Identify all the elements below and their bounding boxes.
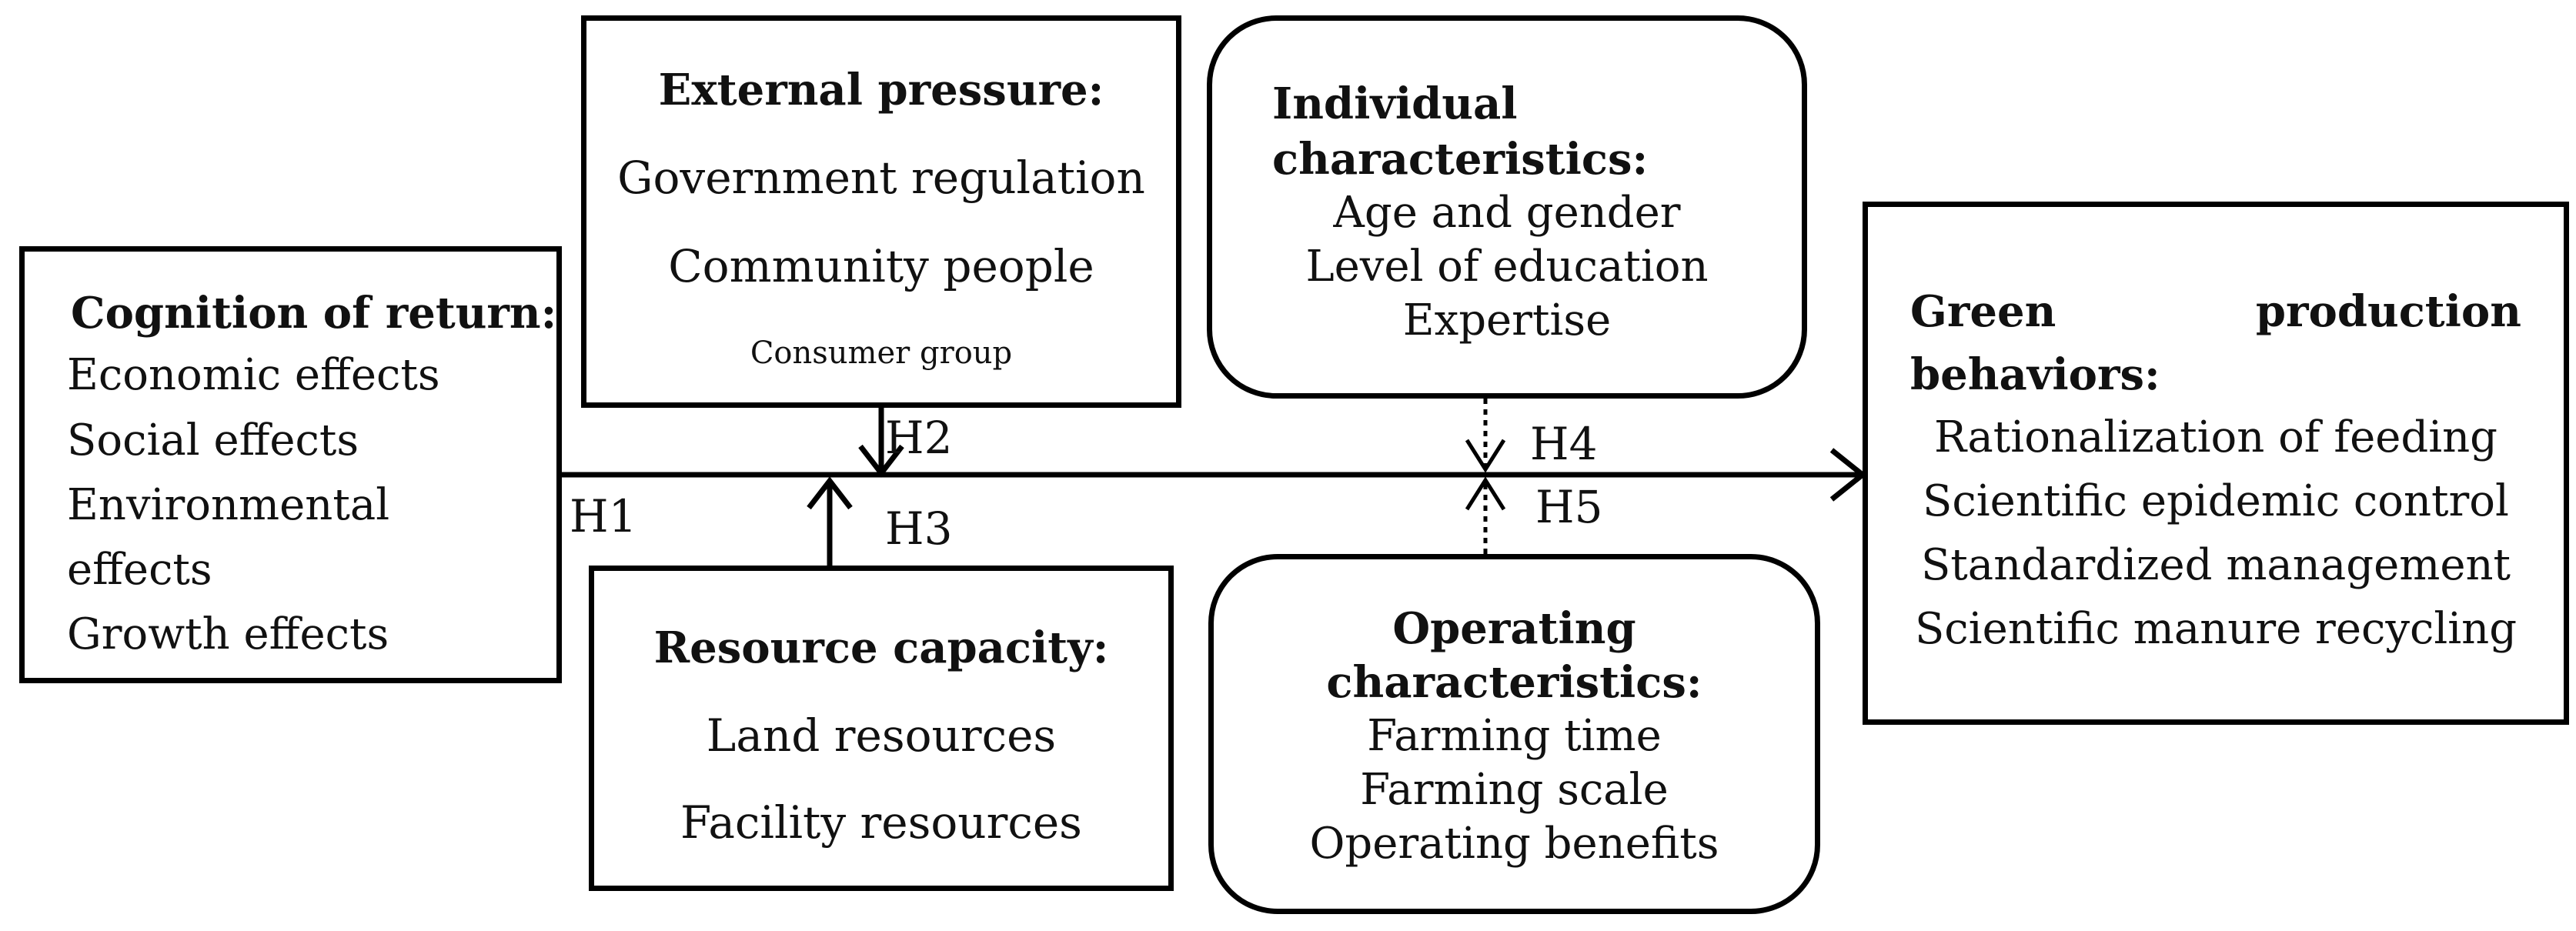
hypothesis-label-h2: H2 — [885, 412, 953, 464]
hypothesis-label-h4: H4 — [1530, 418, 1598, 470]
individual-characteristics-box: Individual characteristics: Age and gend… — [1207, 15, 1807, 399]
external-pressure-title: External pressure: — [658, 65, 1104, 115]
resource-capacity-box: Resource capacity: Land resources Facili… — [589, 566, 1174, 891]
external-pressure-box: External pressure: Government regulation… — [581, 15, 1181, 408]
operating-characteristics-title: Operating — [1392, 603, 1636, 654]
green-production-box: Green production behaviors: Rationalizat… — [1863, 202, 2569, 725]
green-production-title: production — [2255, 286, 2521, 337]
h3-arrowhead — [807, 476, 853, 510]
operating-characteristics-item: Farming scale — [1360, 765, 1669, 815]
resource-capacity-item: Land resources — [706, 709, 1057, 762]
external-pressure-item: Consumer group — [750, 335, 1013, 371]
cognition-item: Growth effects — [67, 609, 389, 659]
cognition-title: Cognition of return: — [71, 288, 557, 339]
hypothesis-label-h3: H3 — [885, 502, 953, 555]
individual-characteristics-item: Age and gender — [1333, 188, 1681, 238]
operating-characteristics-item: Operating benefits — [1309, 819, 1719, 869]
green-production-title: behaviors: — [1910, 349, 2160, 400]
resource-capacity-title: Resource capacity: — [653, 622, 1109, 673]
external-pressure-item: Community people — [668, 240, 1094, 292]
green-production-item: Scientific epidemic control — [1923, 476, 2509, 526]
individual-characteristics-title: characteristics: — [1272, 134, 1649, 185]
individual-characteristics-item: Level of education — [1305, 242, 1709, 292]
cognition-item: effects — [67, 545, 212, 595]
resource-capacity-item: Facility resources — [680, 796, 1082, 849]
operating-characteristics-box: Operating characteristics: Farming time … — [1208, 554, 1820, 914]
cognition-box: Cognition of return: Economic effects So… — [19, 246, 562, 683]
operating-characteristics-item: Farming time — [1367, 711, 1662, 761]
cognition-item: Economic effects — [67, 350, 440, 400]
h5-arrowhead — [1465, 476, 1506, 511]
green-production-title: Green — [1910, 286, 2056, 337]
h2-arrowhead — [858, 444, 904, 478]
green-production-item: Standardized management — [1920, 540, 2511, 590]
green-production-item: Rationalization of feeding — [1933, 412, 2498, 462]
hypothesis-label-h1: H1 — [570, 490, 637, 542]
cognition-item: Social effects — [67, 415, 359, 466]
operating-characteristics-title: characteristics: — [1326, 657, 1702, 708]
hypothesis-label-h5: H5 — [1535, 481, 1603, 533]
cognition-item: Environmental — [67, 480, 390, 530]
external-pressure-item: Government regulation — [617, 152, 1145, 204]
h4-arrowhead — [1465, 439, 1506, 473]
green-production-item: Scientific manure recycling — [1914, 604, 2518, 654]
individual-characteristics-item: Expertise — [1402, 295, 1612, 345]
individual-characteristics-title: Individual — [1272, 78, 1518, 129]
